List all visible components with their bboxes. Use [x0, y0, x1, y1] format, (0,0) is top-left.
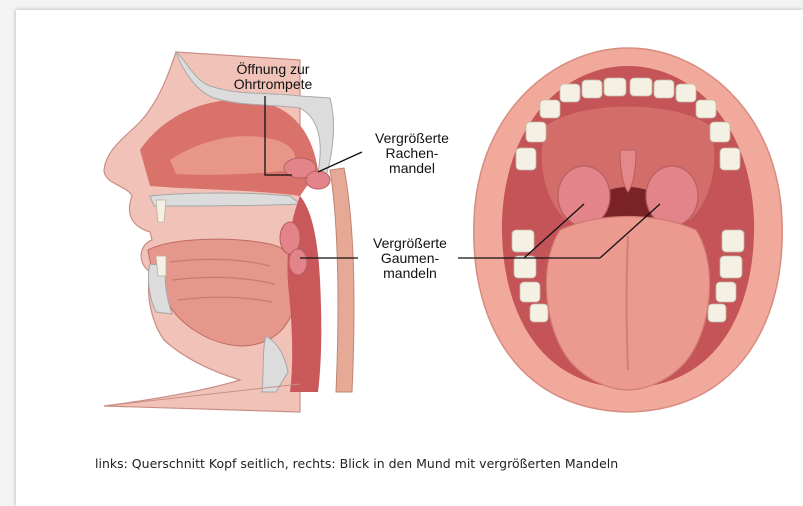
tonsil-left	[558, 166, 610, 226]
lower-tooth	[156, 256, 166, 276]
open-mouth-view	[474, 48, 782, 412]
tonsil-right	[646, 166, 698, 226]
cervical-spine	[330, 168, 354, 392]
hard-palate	[150, 193, 300, 206]
label-eustachian-line2: Ohrtrompete	[218, 77, 328, 92]
label-enlarged-adenoid: Vergrößerte Rachen- mandel	[362, 131, 462, 176]
label-enlarged-tonsils: Vergrößerte Gaumen- mandeln	[360, 236, 460, 281]
sagittal-head-section	[104, 52, 354, 412]
upper-tooth	[156, 200, 166, 222]
label-adenoid-line3: mandel	[362, 161, 462, 176]
label-tonsils-line2: Gaumen-	[360, 251, 460, 266]
label-adenoid-line2: Rachen-	[362, 146, 462, 161]
label-eustachian-line1: Öffnung zur	[218, 62, 328, 77]
label-adenoid-line1: Vergrößerte	[362, 131, 462, 146]
label-tonsils-line3: mandeln	[360, 266, 460, 281]
figure-caption: links: Querschnitt Kopf seitlich, rechts…	[95, 456, 618, 471]
label-tonsils-line1: Vergrößerte	[360, 236, 460, 251]
label-eustachian-opening: Öffnung zur Ohrtrompete	[218, 62, 328, 92]
